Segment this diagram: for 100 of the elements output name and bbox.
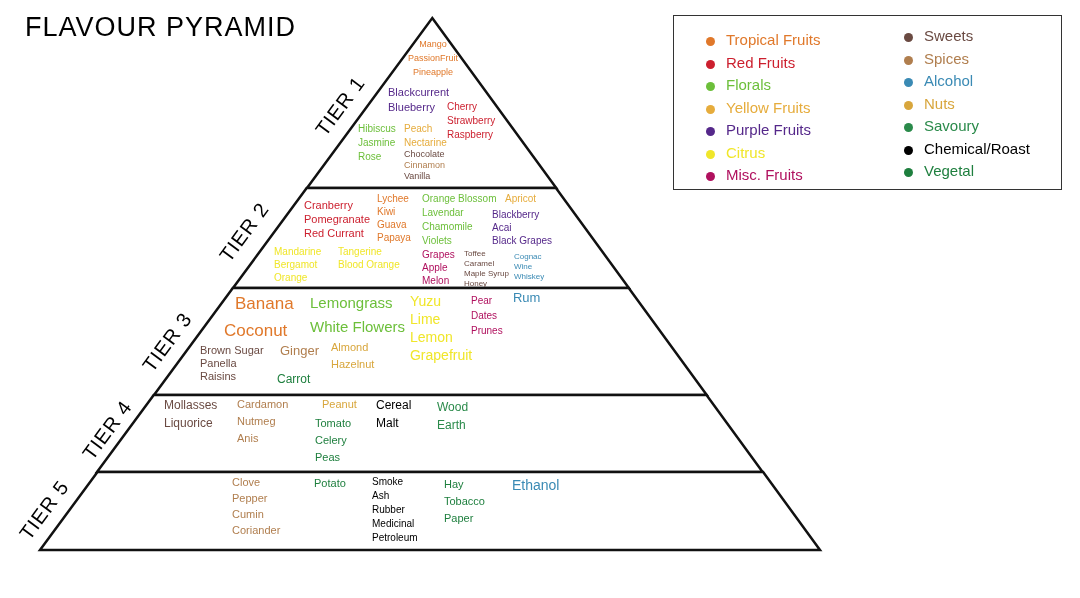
flavour-label: Vanilla bbox=[404, 172, 431, 181]
legend-label: Nuts bbox=[924, 95, 955, 111]
flavour-label: Pepper bbox=[232, 493, 268, 504]
flavour-label: Celery bbox=[315, 435, 347, 446]
flavour-label: Pineapple bbox=[412, 68, 453, 77]
flavour-label: Lemongrass bbox=[310, 295, 393, 310]
flavour-label: Red Currant bbox=[304, 228, 364, 239]
flavour-label: Rum bbox=[513, 291, 541, 304]
flavour-label: Anis bbox=[237, 433, 259, 444]
flavour-label: Ethanol bbox=[512, 478, 560, 492]
legend-label: Vegetal bbox=[924, 163, 975, 178]
flavour-label: Paper bbox=[444, 513, 474, 524]
flavour-label: PassionFruit bbox=[407, 54, 458, 63]
flavour-label: Almond bbox=[331, 342, 369, 353]
flavour-label: Mango bbox=[419, 40, 447, 49]
flavour-label: Strawberry bbox=[447, 116, 496, 126]
flavour-label: Honey bbox=[464, 280, 488, 288]
flavour-label: Mollasses bbox=[164, 399, 218, 411]
flavour-label: Cinnamon bbox=[404, 161, 445, 170]
flavour-label: Yuzu bbox=[410, 294, 442, 308]
flavour-label: Blood Orange bbox=[338, 260, 400, 270]
flavour-label: Kiwi bbox=[377, 207, 396, 217]
flavour-label: Rose bbox=[358, 152, 382, 162]
flavour-label: Wood bbox=[437, 401, 469, 413]
flavour-label: Banana bbox=[235, 295, 294, 312]
flavour-label: Black Grapes bbox=[492, 236, 552, 246]
flavour-label: Tobacco bbox=[444, 496, 485, 507]
flavour-label: Toffee bbox=[464, 250, 486, 258]
flavour-label: Nectarine bbox=[404, 138, 447, 148]
flavour-label: Carrot bbox=[277, 373, 311, 385]
diagram-title: FLAVOUR PYRAMID bbox=[25, 12, 297, 43]
flavour-label: Mandarine bbox=[274, 247, 322, 257]
flavour-label: Cherry bbox=[447, 102, 477, 112]
legend-label: Chemical/Roast bbox=[924, 140, 1030, 156]
legend-label: Savoury bbox=[924, 118, 980, 133]
flavour-label: Acai bbox=[492, 223, 512, 233]
flavour-label: Cereal bbox=[376, 399, 412, 411]
flavour-label: Lemon bbox=[410, 330, 453, 344]
legend-label: Purple Fruits bbox=[726, 122, 812, 137]
flavour-label: Clove bbox=[232, 477, 261, 488]
flavour-label: Nutmeg bbox=[237, 416, 276, 427]
flavour-label: Peanut bbox=[322, 399, 357, 410]
flavour-label: Medicinal bbox=[372, 519, 415, 529]
flavour-label: Raisins bbox=[200, 371, 237, 382]
legend-label: Tropical Fruits bbox=[726, 32, 821, 47]
flavour-label: Blueberry bbox=[388, 102, 436, 113]
flavour-label: Ginger bbox=[280, 344, 319, 357]
flavour-label: Earth bbox=[437, 419, 466, 431]
flavour-label: Jasmine bbox=[358, 138, 396, 148]
flavour-label: Cardamon bbox=[237, 399, 289, 410]
flavour-label: Grapes bbox=[422, 250, 455, 260]
flavour-label: Coconut bbox=[224, 322, 288, 339]
legend-label: Yellow Fruits bbox=[726, 99, 811, 115]
legend-label: Spices bbox=[924, 50, 970, 66]
legend-label: Citrus bbox=[726, 144, 766, 160]
legend-label: Sweets bbox=[924, 28, 974, 43]
legend-label: Red Fruits bbox=[726, 54, 796, 70]
flavour-label: Maple Syrup bbox=[464, 270, 509, 278]
flavour-label: Lychee bbox=[377, 194, 409, 204]
flavour-label: Papaya bbox=[377, 233, 411, 243]
flavour-label: Lime bbox=[410, 312, 441, 326]
flavour-label: Orange bbox=[274, 273, 308, 283]
flavour-label: Prunes bbox=[471, 326, 503, 336]
flavour-label: Rubber bbox=[372, 505, 405, 515]
flavour-label: Potato bbox=[314, 478, 346, 489]
flavour-label: Apricot bbox=[505, 194, 537, 204]
flavour-label: Coriander bbox=[232, 525, 281, 536]
flavour-label: Pomegranate bbox=[304, 214, 371, 225]
flavour-label: Petroleum bbox=[372, 533, 418, 543]
flavour-label: Dates bbox=[471, 311, 498, 321]
flavour-label: Wine bbox=[514, 263, 533, 271]
flavour-label: Melon bbox=[422, 276, 450, 286]
flavour-label: Grapefruit bbox=[410, 348, 473, 362]
flavour-label: Malt bbox=[376, 417, 399, 429]
flavour-label: Hay bbox=[444, 479, 464, 490]
flavour-label: Orange Blossom bbox=[422, 194, 497, 204]
flavour-label: Hazelnut bbox=[331, 359, 375, 370]
flavour-label: Cognac bbox=[514, 253, 542, 261]
flavour-label: Cumin bbox=[232, 509, 264, 520]
flavour-label: Brown Sugar bbox=[200, 345, 264, 356]
flavour-label: Tangerine bbox=[338, 247, 382, 257]
flavour-label: Peach bbox=[404, 124, 433, 134]
legend-label: Misc. Fruits bbox=[726, 167, 803, 182]
flavour-label: Caramel bbox=[464, 260, 495, 268]
flavour-label: Bergamot bbox=[274, 260, 318, 270]
flavour-label: Panella bbox=[200, 358, 237, 369]
flavour-label: Blackberry bbox=[492, 210, 540, 220]
flavour-label: Liquorice bbox=[164, 417, 213, 429]
flavour-label: Chocolate bbox=[404, 150, 445, 159]
flavour-label: Pear bbox=[471, 296, 493, 306]
flavour-label: Ash bbox=[372, 491, 390, 501]
flavour-label: Hibiscus bbox=[358, 124, 396, 134]
pyramid-tier bbox=[306, 18, 556, 188]
flavour-label: Raspberry bbox=[447, 130, 494, 140]
flavour-label: Peas bbox=[315, 452, 341, 463]
flavour-label: Chamomile bbox=[422, 222, 473, 232]
flavour-label: Tomato bbox=[315, 418, 352, 429]
flavour-label: Blackcurrent bbox=[388, 87, 450, 98]
flavour-label: White Flowers bbox=[310, 319, 405, 334]
flavour-label: Smoke bbox=[372, 477, 404, 487]
